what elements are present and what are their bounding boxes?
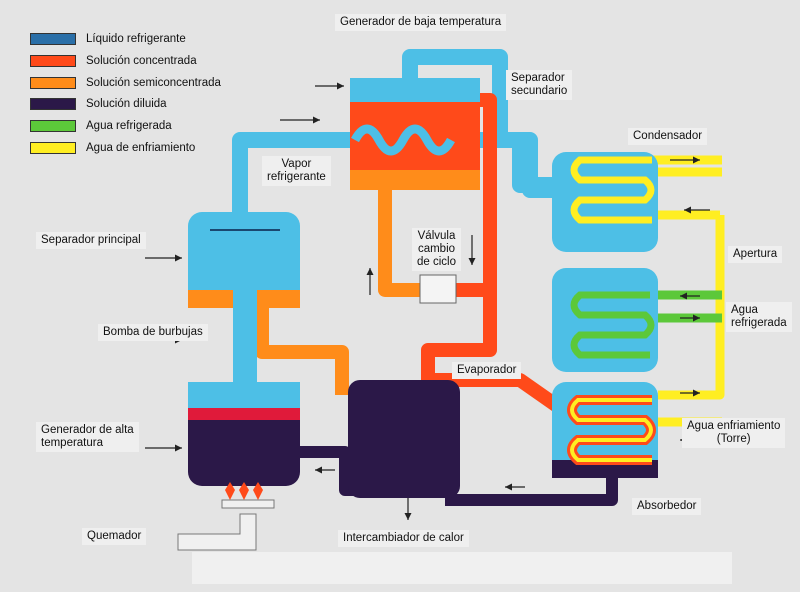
label-refrigerant-vapor: Vapor refrigerante bbox=[262, 156, 331, 186]
legend-item-cooling-water: Agua de enfriamiento bbox=[30, 141, 195, 155]
legend-label: Solución diluida bbox=[86, 98, 167, 110]
vapor-pipe-main bbox=[232, 132, 362, 215]
label-burner: Quemador bbox=[82, 528, 147, 545]
evaporator bbox=[552, 268, 658, 372]
label-main-separator: Separador principal bbox=[36, 232, 146, 249]
semiconcentrated-pipes bbox=[255, 180, 420, 395]
caption-bar bbox=[192, 552, 732, 584]
label-absorber: Absorbedor bbox=[632, 498, 702, 515]
label-chilled-water: Agua refrigerada bbox=[726, 302, 792, 332]
bubble-pump bbox=[233, 275, 257, 385]
legend-item-semiconcentrated: Solución semiconcentrada bbox=[30, 76, 221, 90]
legend-swatch bbox=[30, 98, 76, 110]
high-temp-generator bbox=[188, 382, 300, 486]
semi-pipe-left bbox=[255, 300, 349, 395]
label-bubble-pump: Bomba de burbujas bbox=[98, 324, 208, 341]
label-cycle-valve: Válvula cambio de ciclo bbox=[412, 228, 461, 271]
vapor-pipe-liquid bbox=[480, 132, 560, 193]
burner bbox=[177, 482, 275, 551]
condenser bbox=[552, 152, 658, 252]
concentrated-pipes bbox=[421, 93, 565, 420]
conc-pipe-absorber bbox=[428, 373, 565, 414]
absorber bbox=[552, 382, 658, 478]
label-condenser: Condensador bbox=[628, 128, 708, 145]
legend-label: Solución semiconcentrada bbox=[86, 77, 221, 89]
label-cooling-water-tower: Agua enfriamiento (Torre) bbox=[682, 418, 786, 448]
legend-swatch bbox=[30, 77, 76, 89]
label-heat-exchanger: Intercambiador de calor bbox=[338, 530, 469, 547]
legend-swatch bbox=[30, 120, 76, 132]
label-opening: Apertura bbox=[728, 246, 783, 263]
legend-swatch bbox=[30, 33, 76, 45]
dil-pipe-absorber bbox=[445, 478, 618, 506]
legend-label: Solución concentrada bbox=[86, 55, 197, 67]
label-secondary-separator: Separador secundario bbox=[506, 70, 573, 100]
legend-swatch bbox=[30, 55, 76, 67]
legend-swatch bbox=[30, 142, 76, 154]
legend-label: Agua refrigerada bbox=[86, 120, 172, 132]
label-high-temp-generator: Generador de alta temperatura bbox=[36, 422, 139, 452]
label-evaporator: Evaporador bbox=[452, 362, 522, 379]
legend-item-chilled-water: Agua refrigerada bbox=[30, 119, 172, 133]
low-temp-generator bbox=[350, 78, 480, 190]
cooling-water-loop bbox=[658, 215, 725, 400]
heat-exchanger bbox=[348, 380, 460, 498]
semi-pipe-valve bbox=[378, 180, 420, 297]
legend-label: Agua de enfriamiento bbox=[86, 142, 196, 154]
legend-item-concentrated: Solución concentrada bbox=[30, 54, 197, 68]
cycle-valve bbox=[419, 274, 457, 304]
legend-item-liquid-refrigerant: Líquido refrigerante bbox=[30, 32, 186, 46]
chilled-water-pipes bbox=[650, 290, 722, 323]
legend-item-diluted: Solución diluida bbox=[30, 97, 167, 111]
refrigerant-vapor-pipes bbox=[232, 49, 560, 215]
legend-label: Líquido refrigerante bbox=[86, 33, 186, 45]
label-low-temp-generator: Generador de baja temperatura bbox=[335, 14, 507, 31]
